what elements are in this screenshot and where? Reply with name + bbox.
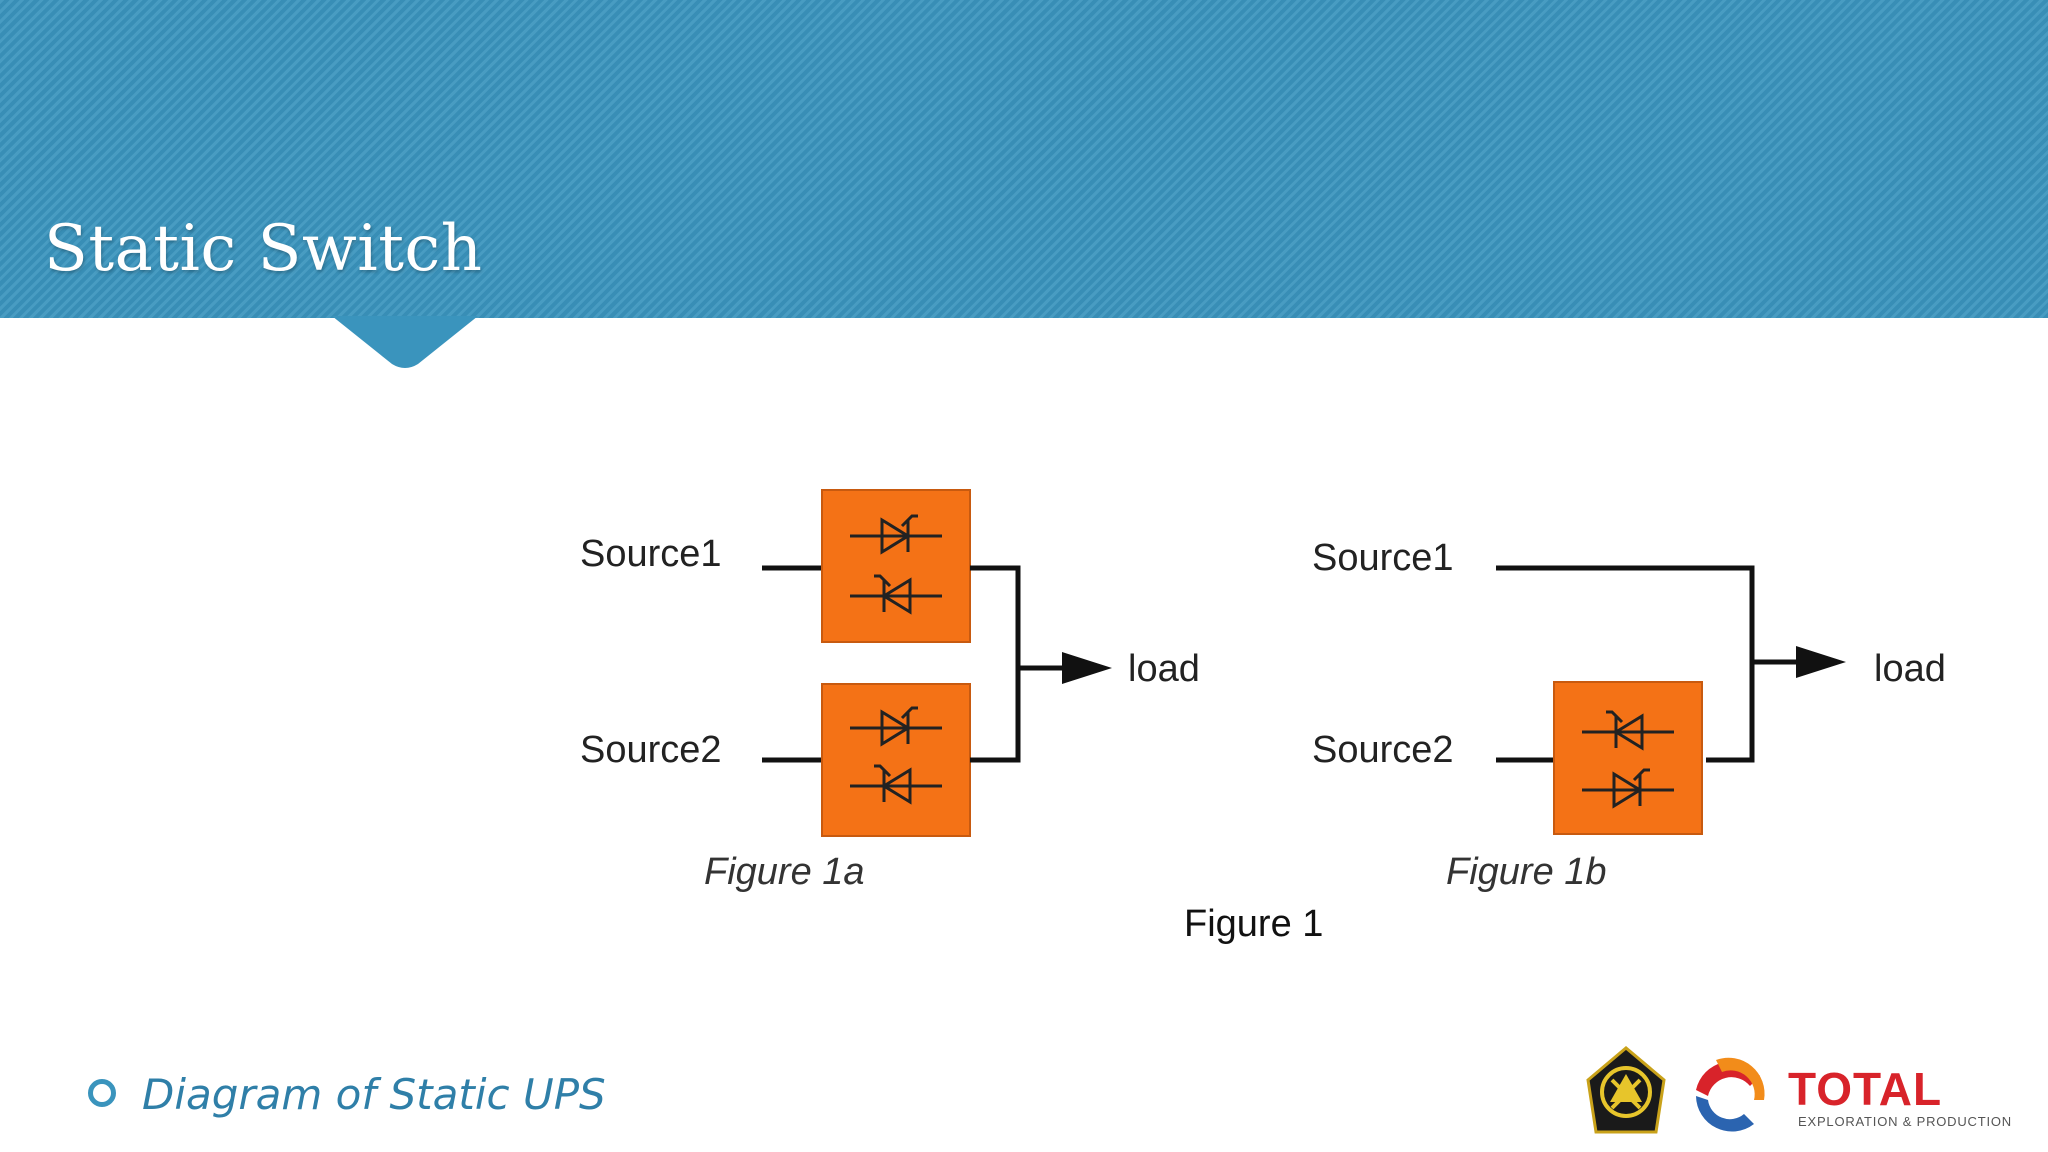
logo-strip xyxy=(1586,1046,1768,1134)
fig-a-switch-box-1 xyxy=(821,489,971,643)
fig-b-load-label: load xyxy=(1874,648,1946,690)
fig-b-source1-label: Source1 xyxy=(1312,537,1454,579)
fig-a-switch-box-2 xyxy=(821,683,971,837)
static-switch-diagram: Source1 Source2 load Figure 1a Source1 S… xyxy=(580,489,1946,945)
header-band xyxy=(0,0,2048,318)
fig-b-caption: Figure 1b xyxy=(1446,851,1607,893)
total-swirl-icon xyxy=(1692,1057,1768,1134)
fig-a-caption: Figure 1a xyxy=(704,851,865,893)
total-wordmark: TOTAL xyxy=(1788,1063,1943,1115)
fig-a-load-label: load xyxy=(1128,648,1200,690)
fig-a-source1-label: Source1 xyxy=(580,533,722,575)
figure-1b: Source1 Source2 load Figure 1b xyxy=(1312,537,1946,893)
total-tagline: EXPLORATION & PRODUCTION xyxy=(1798,1114,2012,1129)
header-notch xyxy=(332,316,478,368)
bullet-text: Diagram of Static UPS xyxy=(142,1070,606,1119)
figure-1a: Source1 Source2 load Figure 1a xyxy=(580,489,1200,893)
fig-a-source2-label: Source2 xyxy=(580,729,722,771)
slide-title: Static Switch xyxy=(44,212,483,286)
main-figure-caption: Figure 1 xyxy=(1184,903,1323,945)
esdm-emblem-icon xyxy=(1586,1046,1666,1134)
fig-b-source2-label: Source2 xyxy=(1312,729,1454,771)
fig-b-switch-box xyxy=(1553,681,1703,835)
bullet-circle-icon xyxy=(88,1079,116,1107)
